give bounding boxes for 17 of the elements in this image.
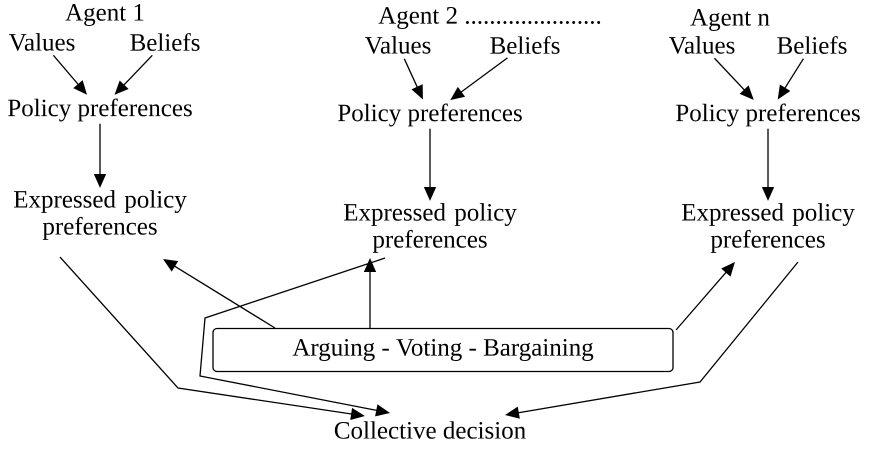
node-text: Policy preferences	[338, 104, 522, 126]
agent-heading: Agent n	[690, 9, 770, 31]
node-text: Values	[8, 33, 74, 51]
node-text: Values	[364, 36, 430, 54]
agent-heading: Agent 2 ......................	[378, 7, 600, 29]
node-text: Beliefs	[130, 33, 200, 51]
node-text: Values	[668, 36, 734, 54]
node-text: Policy preferences	[676, 104, 860, 126]
process-box: Arguing - Voting - Bargaining	[212, 328, 674, 372]
node-text: Beliefs	[490, 36, 560, 54]
node-text: Collective decision	[334, 421, 526, 439]
node-text: Policy preferences	[8, 98, 192, 122]
agent-heading: Agent 1	[65, 4, 144, 26]
node-text: Expressed policy preferences	[344, 203, 517, 253]
node-text: Expressed policy preferences	[682, 203, 855, 253]
node-text: Beliefs	[777, 36, 847, 54]
node-text: Expressed policy preferences	[14, 190, 187, 240]
